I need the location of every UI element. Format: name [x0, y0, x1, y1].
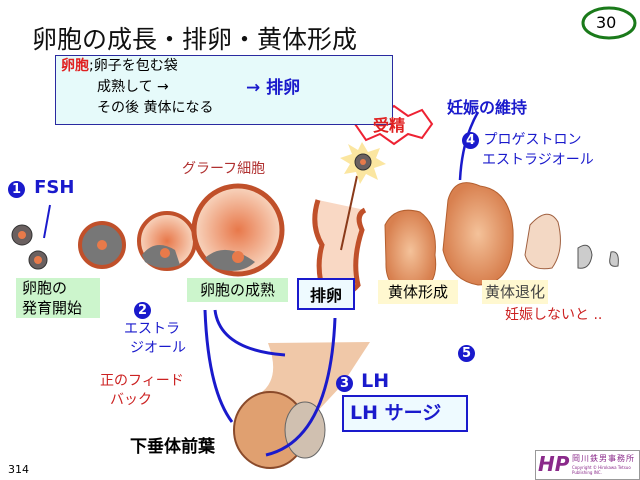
step2: 2 — [134, 299, 151, 319]
graafian-label: グラーフ細胞 — [182, 161, 266, 177]
step2-label-1: エストラ — [124, 321, 180, 337]
corpus-albicans-1 — [524, 213, 561, 270]
pituitary-label: 下垂体前葉 — [130, 437, 215, 457]
logo-text: 岡川鉄男事務所 — [572, 454, 635, 463]
secondary-follicle — [137, 211, 197, 271]
stage-start: 卵胞の 発育開始 — [16, 278, 100, 318]
stage-start-1: 卵胞の — [22, 279, 68, 297]
corpus-albicans-2 — [577, 244, 593, 269]
step5: 5 — [458, 342, 475, 362]
page-title: 卵胞の成長・排卵・黄体形成 — [32, 25, 358, 54]
step4-label-1: プロゲストロン — [483, 132, 582, 148]
primary-follicle — [78, 221, 126, 269]
info-arrow-result: → 排卵 — [246, 78, 301, 98]
info-box: 卵胞;卵子を包む袋 成熟して → その後 黄体になる → 排卵 — [55, 55, 393, 125]
step1-label: FSH — [34, 177, 75, 198]
primordial-follicle-1 — [11, 224, 33, 246]
corpus-luteum — [442, 182, 514, 286]
step3: 3 LH — [336, 370, 389, 392]
slide-number: 30 — [596, 13, 617, 32]
feedback-label: 正のフィード バック — [100, 372, 184, 410]
publisher-logo: HP 岡川鉄男事務所 Copyright © Hirokawa Tetsuo P… — [535, 450, 640, 480]
step3-label: LH — [361, 370, 390, 392]
step2-number: 2 — [134, 302, 151, 319]
pregnancy-maintenance-label: 妊娠の維持 — [447, 98, 528, 117]
page-number: 314 — [8, 463, 29, 476]
step4-label-2: エストラジオール — [482, 152, 594, 168]
fsh-arrow — [43, 204, 51, 239]
fertilization-label: 受精 — [373, 116, 406, 135]
stage-maturation: 卵胞の成熟 — [187, 278, 288, 302]
step1-number: 1 — [8, 181, 25, 198]
info-definition: ;卵子を包む袋 — [89, 58, 178, 74]
feedback-label-1: 正のフィード — [100, 373, 184, 389]
stage-regression: 黄体退化 — [482, 280, 548, 304]
fertilized-ovum — [340, 142, 386, 184]
info-line2: 成熟して → — [97, 79, 169, 95]
anterior-pituitary — [233, 391, 326, 469]
logo-hp-mark: HP — [538, 452, 570, 476]
stage-luteinization: 黄体形成 — [378, 280, 458, 304]
logo-copyright: Copyright © Hirokawa Tetsuo Publishing I… — [572, 465, 631, 475]
info-term: 卵胞 — [61, 58, 89, 74]
step4-number: 4 — [462, 132, 479, 149]
feedback-label-2: バック — [110, 392, 152, 408]
info-line3: その後 黄体になる — [97, 100, 214, 116]
slide-number-circle — [581, 6, 637, 40]
feedback-arrow-to-pituitary — [203, 309, 234, 423]
stage-ovulation: 排卵 — [297, 278, 355, 310]
lh-surge-box: LH サージ — [342, 395, 468, 432]
step2-label-2: ジオール — [130, 340, 186, 356]
step3-number: 3 — [336, 375, 353, 392]
step1: 1 FSH — [8, 177, 74, 198]
primordial-follicle-2 — [28, 250, 48, 270]
step2-label: エストラ ジオール — [124, 320, 186, 358]
step5-number: 5 — [458, 345, 475, 362]
lh-arrow-to-ovulation — [265, 317, 337, 457]
graafian-follicle — [191, 183, 285, 277]
estradiol-arrow-to-hypothalamus — [213, 309, 286, 357]
corpus-albicans-3 — [609, 251, 619, 267]
step4: 4 プロゲストロン エストラジオール — [462, 130, 594, 170]
stage-start-2: 発育開始 — [22, 299, 83, 317]
no-pregnancy-label: 妊娠しないと .. — [505, 307, 603, 323]
